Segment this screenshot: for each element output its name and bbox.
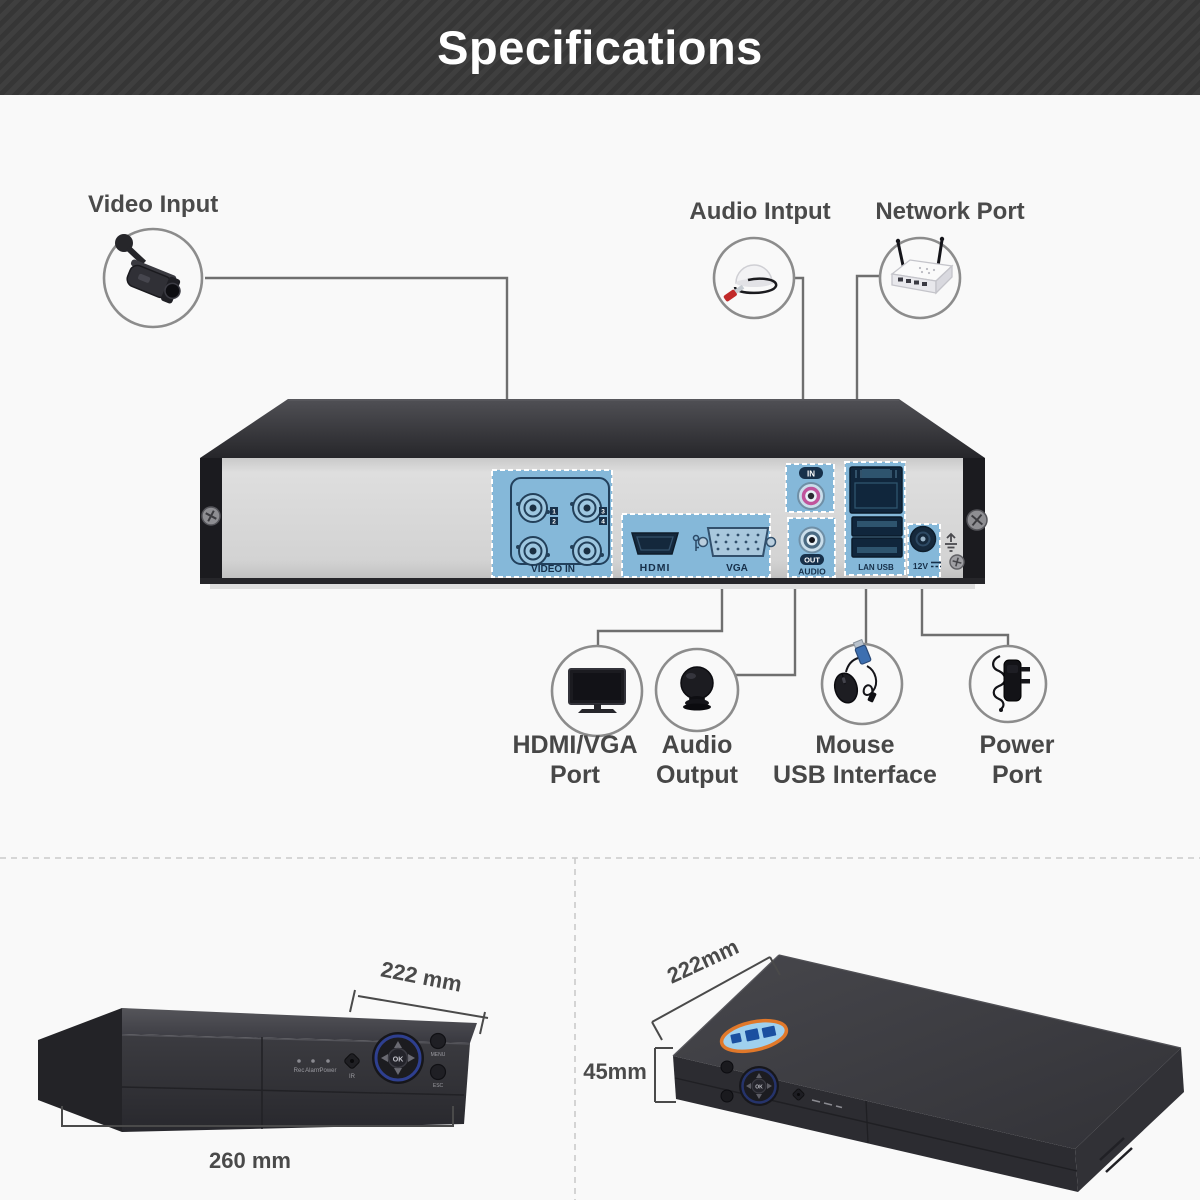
hdmi-vga-port-group: HDMI VGA [621, 513, 777, 578]
ok-button-label: OK [393, 1057, 404, 1064]
audio-output-label-1: Audio [662, 731, 733, 759]
height-label: 45mm [583, 1059, 647, 1084]
device-top-lid [200, 399, 985, 458]
power-12v-text: 12V [913, 561, 928, 571]
svg-text:1: 1 [552, 509, 556, 516]
hdmi-vga-label-1: HDMI/VGA [513, 731, 638, 759]
dpad-control: OK [372, 1032, 424, 1084]
device-shadow [210, 584, 975, 589]
dc-symbol [931, 561, 941, 568]
key-icon [692, 534, 700, 551]
device-left-face [38, 1008, 122, 1132]
power-port-label-2: Port [992, 761, 1043, 789]
front-panel-controls-2: OK [720, 1060, 843, 1109]
video-input-callout: Video Input [88, 191, 218, 329]
top-depth-label: 222mm [663, 934, 742, 989]
vga-port [697, 527, 777, 557]
leader-line-audio-output [736, 577, 797, 677]
dvr-rear-view: 1 2 3 4 VIDEO IN HDMI [200, 399, 988, 589]
bullet-camera-icon [115, 234, 181, 304]
ball-camera-icon [680, 666, 714, 711]
dpad-control-2: OK [739, 1066, 779, 1106]
brand-sticker [719, 1018, 789, 1054]
ok-button-label-2: OK [755, 1085, 763, 1091]
audio-output-callout: Audio Output [654, 647, 740, 789]
power-port-group: 12V [907, 523, 941, 578]
ir-sensor: IR [344, 1053, 360, 1080]
video-in-text: VIDEO IN [531, 564, 575, 575]
vga-text: VGA [726, 563, 748, 574]
height-dimension: 45mm [583, 1047, 676, 1103]
rca-jack-out [798, 526, 826, 554]
svg-text:4: 4 [601, 519, 605, 526]
audio-out-port-group: OUT AUDIO [787, 517, 836, 578]
monitor-icon [568, 668, 626, 713]
power-adapter-icon [992, 654, 1030, 712]
page-title: Specifications [437, 21, 763, 74]
front-port-marks [811, 1099, 843, 1109]
bnc-channel-numbers: 1 2 3 4 [550, 507, 607, 526]
lan-usb-port-group: LAN USB [844, 461, 906, 576]
lan-usb-text: LAN USB [858, 563, 894, 572]
audio-in-port-group: IN [785, 463, 835, 513]
device-top-face-2 [673, 955, 1181, 1149]
dvr-top-view: OK 222mm 45mm [583, 934, 1184, 1192]
rca-jack-in [797, 482, 825, 510]
dome-microphone-icon [723, 264, 778, 302]
led-label-power: Power [319, 1068, 336, 1074]
audio-input-label: Audio Intput [689, 198, 830, 225]
led-label-rec: Rec [294, 1068, 305, 1074]
mouse-usb-label-1: Mouse [815, 731, 894, 759]
hdmi-text: HDMI [640, 562, 671, 574]
audio-input-callout: Audio Intput [689, 198, 831, 320]
ir-label: IR [349, 1074, 356, 1080]
front-width-dimension: 260 mm [61, 1106, 454, 1173]
menu-button: MENU [429, 1032, 447, 1058]
hdmi-vga-callout: HDMI/VGA Port [513, 644, 644, 789]
leader-line-hdmi-vga [596, 577, 724, 646]
ethernet-port [849, 466, 903, 514]
video-in-port-group: 1 2 3 4 VIDEO IN [491, 469, 613, 578]
network-port-callout: Network Port [875, 198, 1025, 320]
svg-text:3: 3 [601, 509, 605, 516]
header-banner: Specifications [0, 0, 1200, 95]
dc-jack [909, 525, 937, 553]
front-depth-label: 222 mm [379, 957, 464, 997]
menu-button-label: MENU [431, 1052, 446, 1058]
bottom-edge [200, 578, 985, 584]
led-label-alarm: Alarm [305, 1068, 321, 1074]
video-input-label: Video Input [88, 191, 218, 218]
screw-small [949, 554, 965, 570]
hdmi-vga-label-2: Port [550, 761, 601, 789]
esc-button: ESC [429, 1063, 447, 1089]
usb-ports [851, 516, 903, 558]
dvr-front-view: Rec Alarm Power IR OK MENU [38, 957, 489, 1173]
audio-output-label-2: Output [656, 761, 739, 789]
network-port-label: Network Port [875, 198, 1024, 225]
mouse-icon [833, 638, 878, 704]
svg-text:2: 2 [552, 519, 556, 526]
screw-right [966, 509, 988, 531]
esc-button-label: ESC [433, 1083, 444, 1089]
mouse-usb-label-2: USB Interface [773, 761, 937, 789]
router-icon [890, 236, 954, 295]
power-port-label-1: Power [979, 731, 1054, 759]
power-port-callout: Power Port [968, 644, 1055, 789]
bnc-connectors [516, 493, 604, 566]
hdmi-port [631, 532, 679, 555]
front-width-label: 260 mm [209, 1148, 291, 1173]
ir-sensor-2 [792, 1088, 805, 1101]
usb-adapter-icon [852, 638, 872, 665]
status-leds: Rec Alarm Power [294, 1059, 337, 1074]
audio-out-text: OUT [804, 556, 820, 565]
leader-line-power [920, 577, 1010, 645]
mouse-usb-callout: Mouse USB Interface [773, 638, 937, 789]
device-right-face-2 [1075, 1048, 1184, 1192]
audio-out-subtext: AUDIO [798, 567, 826, 577]
front-panel-controls: Rec Alarm Power IR OK MENU [294, 1032, 447, 1089]
ground-symbol [945, 532, 957, 552]
audio-in-text: IN [807, 470, 815, 479]
screw-left [201, 506, 221, 526]
